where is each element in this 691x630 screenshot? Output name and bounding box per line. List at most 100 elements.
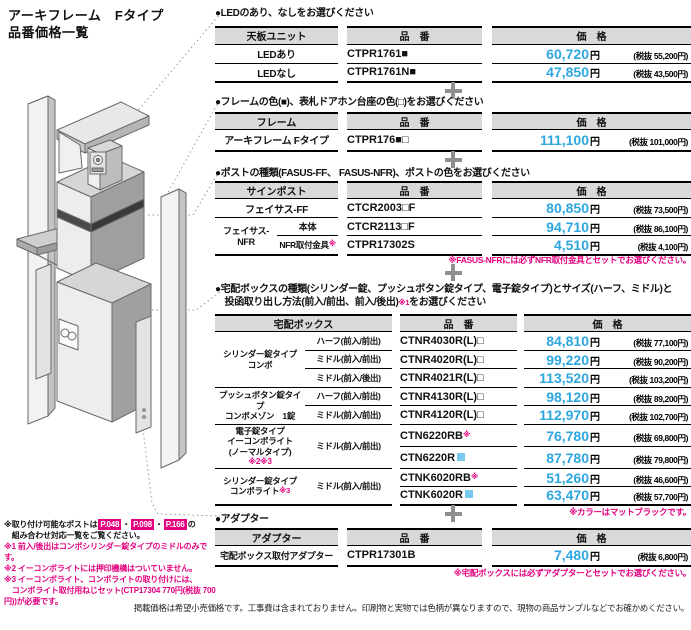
price-tax: (税抜 89,200円): [633, 393, 689, 404]
column-header-code: 品 番: [347, 528, 482, 546]
plus-icon: [444, 505, 462, 522]
footnote-1: ※1 前入/後出はコンボシリンダー錠タイプのミドルのみです。: [4, 542, 208, 562]
column-header-price: 価 格: [492, 112, 691, 130]
price-amount: 63,470: [546, 487, 590, 504]
page-ref-badge: P.048: [98, 519, 122, 530]
section-title-led: ●LEDのあり、なしをお選びください: [215, 8, 374, 19]
page-title-line1: アーキフレーム Fタイプ: [8, 8, 164, 23]
price-amount: 60,720: [546, 45, 589, 62]
column-header-price: 価 格: [524, 314, 691, 332]
footnote-3-line2: コンボライト取付用ねじセット(CTP17304 770円(税抜 700円))が必…: [4, 586, 216, 606]
column-header-item: アダプター: [215, 528, 338, 546]
price-yen: 円: [590, 492, 601, 504]
section-title-post: ●ポストの種類(FASUS-FF、 FASUS-NFR)、ポストの色をお選びくだ…: [215, 168, 530, 179]
column-header-code: 品 番: [400, 314, 518, 332]
column-header-code: 品 番: [347, 26, 482, 44]
item-sub-cell: NFR取付金具※: [277, 235, 338, 256]
product-illustration: [16, 95, 187, 469]
item-group-cell: シリンダー錠タイプコンボ: [215, 331, 305, 388]
note-delivery: ※カラーはマットブラックです。: [569, 507, 691, 517]
footnote-mark: ※: [470, 471, 479, 481]
table-header-row: サインポスト 品 番 価 格: [215, 181, 691, 199]
part-number-cell: CTPR17301B: [347, 545, 482, 567]
part-number-cell: CTNR4020R(L)□: [400, 350, 518, 369]
plus-icon: [444, 264, 462, 281]
footnote-2: ※2 イーコンボライトには押印機構はついていません。: [4, 564, 197, 573]
page-title-line2: 品番価格一覧: [8, 25, 90, 40]
page-ref-badge: P.166: [163, 519, 187, 530]
part-number-cell: CTNR4130R(L)□: [400, 387, 518, 406]
price-amount: 47,850: [546, 64, 589, 81]
price-yen: 円: [590, 432, 601, 444]
part-number-cell: CTNK6020R: [400, 486, 518, 506]
price-amount: 99,220: [546, 351, 590, 368]
note-adapter: ※宅配ボックスには必ずアダプターとセットでお選びください。: [453, 568, 691, 578]
price-amount: 76,780: [546, 427, 590, 444]
price-tax: (税抜 43,500円): [633, 69, 688, 80]
price-tax: (税抜 73,500円): [633, 205, 688, 215]
price-table-delivery: 宅配ボックス 品 番 価 格 シリンダー錠タイプコンボ ハーフ(前入/前出) C…: [215, 314, 691, 506]
table-row: シリンダー錠タイプコンボ ハーフ(前入/前出) CTNR4030R(L)□ 84…: [215, 331, 691, 388]
table-row: プッシュボタン錠タイプコンボメゾン 1錠 ハーフ(前入/前出) CTNR4130…: [215, 387, 691, 425]
column-header-item: 宅配ボックス: [215, 314, 393, 332]
part-number-cell: CTNK6020RB※: [400, 468, 518, 487]
price-table-frame: フレーム 品 番 価 格 アーキフレーム Fタイプ CTPR176■□ 111,…: [215, 112, 691, 152]
price-amount: 94,710: [546, 218, 589, 235]
price-tax: (税抜 90,200円): [633, 356, 689, 367]
price-yen: 円: [590, 474, 601, 486]
column-header-item: 天板ユニット: [215, 26, 338, 44]
part-number-cell: CTPR1761N■: [347, 62, 482, 83]
color-placeholder-square: [457, 452, 466, 461]
footnote-mark: ※: [462, 429, 471, 439]
price-tables-column: ●LEDのあり、なしをお選びください 天板ユニット 品 番 価 格 LEDあり …: [215, 0, 691, 630]
price-table-adapter: アダプター 品 番 価 格 宅配ボックス取付アダプター CTPR17301B 7…: [215, 528, 691, 567]
price-yen: 円: [590, 393, 601, 405]
price-yen: 円: [590, 375, 601, 386]
column-header-price: 価 格: [492, 26, 691, 44]
price-yen: 円: [590, 356, 601, 368]
price-yen: 円: [590, 552, 600, 564]
part-number-cell: CTNR4120R(L)□: [400, 405, 518, 425]
price-yen: 円: [590, 136, 600, 148]
plus-icon: [444, 82, 462, 99]
section-title-line1: ●宅配ボックスの種類(シリンダー錠、プッシュボタン錠タイプ、電子錠タイプ)とサイ…: [215, 284, 673, 295]
price-yen: 円: [590, 241, 600, 253]
item-label-cell: アーキフレーム Fタイプ: [215, 129, 338, 152]
doorphone-unit: [87, 139, 123, 191]
price-tax: (税抜 79,800円): [633, 454, 689, 465]
price-tax: (税抜 101,000円): [628, 136, 688, 147]
table-row: シリンダー錠タイプコンボライト※3 ミドル(前入/前出) CTNK6020RB※…: [215, 468, 691, 506]
section-title-frame: ●フレームの色(■)、表札ドアホン台座の色(□)をお選びください: [215, 97, 484, 108]
column-header-code: 品 番: [347, 181, 482, 199]
price-tax: (税抜 69,800円): [633, 432, 689, 443]
item-label-cell: フェイサス-FF: [215, 198, 338, 218]
section-title-adapter: ●アダプター: [215, 514, 269, 525]
size-cell: ハーフ(前入/前出): [305, 387, 393, 406]
item-group-cell: フェイサス-NFR: [215, 217, 277, 256]
column-header-code: 品 番: [347, 112, 482, 130]
footnote-mark: ※3: [279, 486, 291, 496]
part-number-cell: CTPR1761■: [347, 43, 482, 63]
part-number-cell: CTPR17302S: [347, 235, 482, 256]
price-amount: 84,810: [546, 333, 590, 349]
size-cell: ミドル(前入/後出): [305, 368, 393, 388]
price-tax: (税抜 46,600円): [633, 474, 689, 485]
price-amount: 112,970: [539, 407, 590, 423]
price-amount: 7,480: [553, 547, 589, 564]
